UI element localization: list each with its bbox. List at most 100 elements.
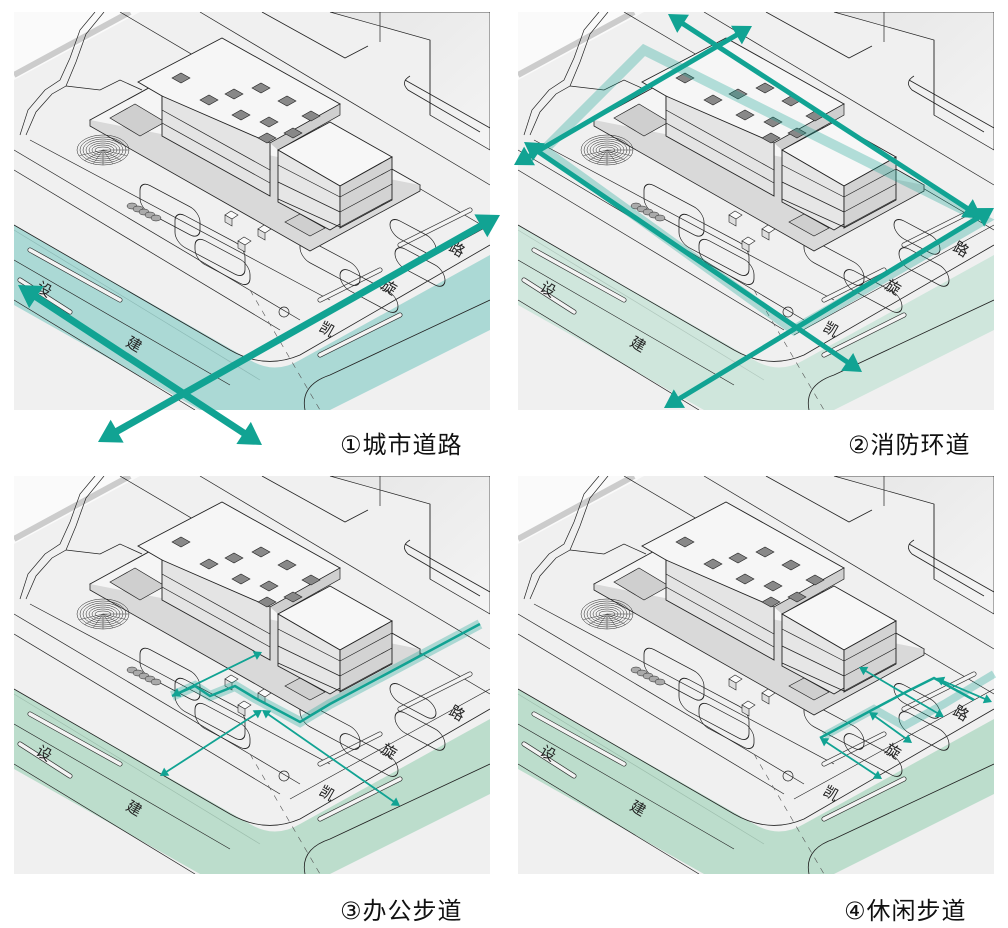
road-median-fill bbox=[822, 313, 906, 357]
landscape-block bbox=[339, 733, 399, 777]
office-block-side bbox=[773, 567, 845, 615]
skylight bbox=[755, 546, 775, 558]
tower-block-side bbox=[339, 156, 393, 229]
fire-loop-arrow-south-head-start bbox=[664, 389, 685, 408]
neighbor-building bbox=[833, 12, 994, 151]
panel-caption: ①城市道路 bbox=[340, 431, 463, 459]
berm bbox=[14, 12, 140, 80]
road-curb bbox=[518, 688, 994, 826]
road-median-fill bbox=[318, 732, 382, 766]
city-road-arrow-nw-se-head-start bbox=[18, 285, 44, 309]
floor-line bbox=[665, 573, 775, 648]
road-curb bbox=[518, 224, 994, 362]
sculpture-rib bbox=[102, 149, 122, 161]
site-line bbox=[14, 149, 301, 321]
skylight bbox=[224, 88, 244, 100]
site-line bbox=[533, 139, 835, 301]
landscape-block bbox=[389, 683, 437, 719]
kiosk-side bbox=[237, 704, 246, 717]
tower-block-front bbox=[277, 613, 341, 695]
road-curb bbox=[14, 299, 196, 410]
skylight bbox=[763, 580, 783, 592]
route-overlay bbox=[160, 619, 483, 806]
leisure-walkway-arrow-3-head-end bbox=[934, 708, 944, 718]
sculpture-rib bbox=[582, 613, 608, 620]
sculpture-rib bbox=[84, 613, 104, 625]
fire-loop-arrow-north-head-end bbox=[731, 25, 752, 45]
fire-loop-arrow-west-head-start bbox=[524, 142, 545, 162]
curb-line bbox=[908, 539, 985, 597]
office-walkway-arrow-ne-shaft bbox=[177, 654, 257, 694]
floor-line bbox=[781, 628, 845, 662]
fire-loop-arrow-east-shaft bbox=[678, 19, 972, 213]
landscape-block bbox=[698, 702, 755, 750]
sculpture-rib bbox=[606, 149, 626, 161]
neighbor-building bbox=[329, 476, 490, 615]
site-line bbox=[14, 613, 301, 785]
floor-line bbox=[781, 662, 845, 692]
tower-block-side bbox=[843, 156, 897, 229]
office-walkway-arrow-ne-head-start bbox=[172, 688, 182, 697]
floor-line bbox=[665, 109, 775, 184]
road-median-fill bbox=[532, 712, 626, 766]
road-median-fill bbox=[822, 777, 906, 821]
sculpture-rib bbox=[588, 149, 608, 161]
office-block-front bbox=[161, 95, 271, 197]
sculpture bbox=[76, 598, 130, 630]
city-road-arrow-sw-ne-head-start bbox=[98, 419, 124, 443]
curb-line bbox=[404, 75, 481, 133]
skylight bbox=[703, 558, 723, 570]
leisure-walkway-arrow-4-head-start bbox=[936, 676, 946, 686]
tower-block-front bbox=[781, 613, 845, 695]
sculpture-rib bbox=[606, 149, 618, 164]
curb-line bbox=[404, 539, 481, 597]
contour-line bbox=[523, 476, 600, 600]
leisure-walkway-arrow-2-head-end bbox=[902, 734, 912, 743]
skylight bbox=[728, 88, 748, 100]
skylight bbox=[728, 552, 748, 564]
survey-marker bbox=[782, 770, 794, 782]
kiosk-side bbox=[728, 214, 737, 227]
floor-line bbox=[277, 628, 341, 662]
kiosk-side bbox=[728, 678, 737, 691]
road-median-fill bbox=[532, 248, 626, 302]
fire-loop-arrow-east-head-start bbox=[668, 14, 689, 33]
office-block-front bbox=[161, 559, 271, 661]
skylight bbox=[257, 596, 277, 608]
skylight bbox=[787, 591, 807, 603]
floor-line bbox=[843, 198, 897, 228]
fire-loop-arrow-north-shaft bbox=[525, 31, 741, 160]
panel-leisure-walkway: 设建凯旋路 ④休闲步道 bbox=[504, 464, 1008, 928]
landscape-block bbox=[698, 238, 755, 286]
leisure-walkway-arrow-1-head-end bbox=[872, 770, 882, 779]
office-block-front bbox=[665, 559, 775, 661]
office-walkway-arrow-sw-head-start bbox=[160, 767, 170, 776]
floor-line bbox=[277, 181, 341, 213]
landscape-block bbox=[898, 247, 950, 287]
road-centerline bbox=[14, 259, 231, 386]
contour-line bbox=[569, 79, 647, 91]
landscape-block bbox=[803, 703, 865, 750]
contour-line bbox=[19, 476, 96, 600]
leisure-walkway-arrow-3-head-start bbox=[859, 666, 869, 676]
site-line bbox=[518, 169, 785, 331]
floor-line bbox=[843, 662, 897, 692]
city-road-arrow-nw-se-head-end bbox=[236, 421, 262, 445]
sculpture-rib bbox=[596, 613, 608, 628]
road-median-fill bbox=[18, 742, 72, 778]
berm-edge bbox=[518, 476, 636, 542]
road-median-fill bbox=[318, 313, 402, 357]
road-surface bbox=[518, 225, 994, 410]
landscape-block bbox=[843, 733, 903, 777]
road-median-fill bbox=[398, 208, 472, 247]
skylight bbox=[301, 574, 321, 586]
sculpture-rib bbox=[92, 149, 104, 164]
landscape-block bbox=[299, 239, 361, 286]
berm-edge bbox=[14, 476, 132, 542]
skylight bbox=[301, 110, 321, 122]
